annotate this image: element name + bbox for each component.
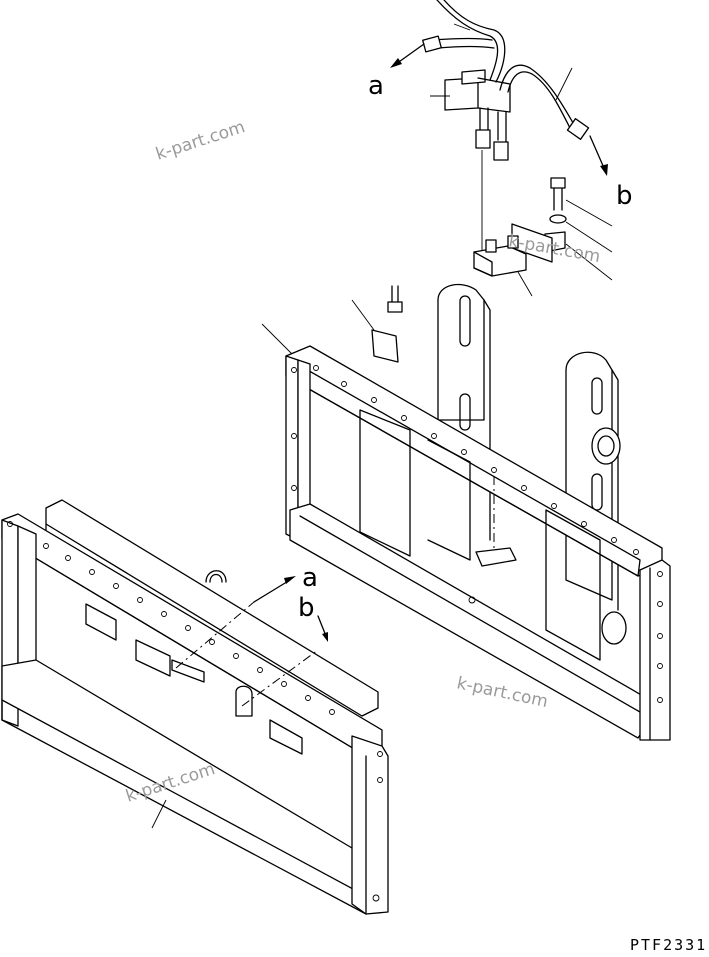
upper-carriage-frame <box>285 283 671 741</box>
label-a-upper: a <box>368 71 384 101</box>
bolt-holes-upper <box>291 365 663 703</box>
bolt-holes-lower <box>7 521 383 902</box>
direction-arrows <box>253 23 608 642</box>
watermark-1: k-part.com <box>153 117 247 165</box>
label-b-lower: b <box>298 593 315 623</box>
label-b-upper: b <box>616 181 633 211</box>
plate-and-bolt <box>261 285 403 363</box>
lower-carriage-frame <box>1 499 389 915</box>
valve-block <box>473 235 533 297</box>
hydraulic-hose-assembly <box>422 0 590 250</box>
drawing-code: PTF2331 <box>630 936 707 954</box>
label-a-lower: a <box>302 563 318 593</box>
